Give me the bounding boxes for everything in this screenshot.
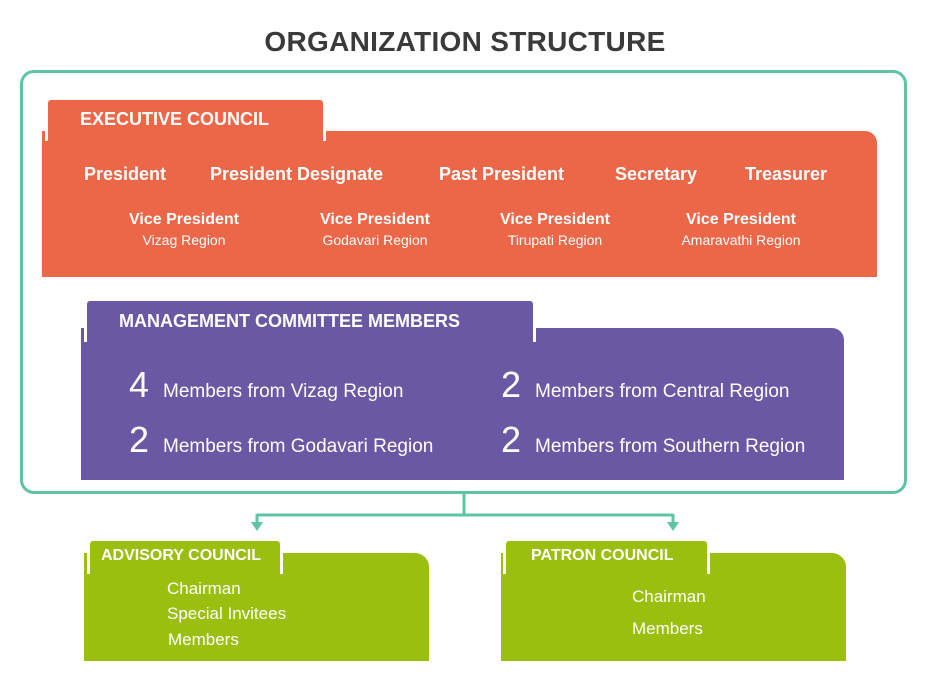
executive-council-label: EXECUTIVE COUNCIL <box>80 109 270 129</box>
arrow-down-icon <box>667 522 679 531</box>
role-president-designate: President Designate <box>210 164 384 184</box>
member-group-vizag: 4 Members from Vizag Region <box>129 364 403 406</box>
vice-president-region: Tirupati Region <box>507 232 603 248</box>
vice-president-amaravathi: Vice President Amaravathi Region <box>651 211 831 248</box>
patron-item-chairman: Chairman <box>632 587 706 606</box>
member-description: Members from Vizag Region <box>163 381 404 402</box>
vice-president-godavari: Vice President Godavari Region <box>285 211 465 248</box>
patron-item-members: Members <box>632 619 703 638</box>
member-count: 2 <box>501 364 522 405</box>
vice-president-title: Vice President <box>500 211 610 228</box>
vice-president-title: Vice President <box>129 211 239 228</box>
advisory-item-chairman: Chairman <box>167 579 241 598</box>
member-description: Members from Southern Region <box>535 436 806 457</box>
advisory-item-members: Members <box>168 630 239 649</box>
vice-president-region: Vizag Region <box>142 232 226 248</box>
vice-president-vizag: Vice President Vizag Region <box>94 211 274 248</box>
management-committee-panel <box>81 328 844 480</box>
advisory-council-tab: ADVISORY COUNCIL <box>87 538 283 574</box>
role-treasurer: Treasurer <box>745 164 828 184</box>
executive-council-panel <box>42 131 877 277</box>
member-group-central: 2 Members from Central Region <box>501 364 789 406</box>
member-count: 2 <box>129 419 150 460</box>
member-description: Members from Godavari Region <box>163 436 434 457</box>
member-count: 4 <box>129 364 150 405</box>
role-past-president: Past President <box>439 164 565 184</box>
arrow-down-icon <box>251 522 263 531</box>
member-group-southern: 2 Members from Southern Region <box>501 419 805 461</box>
member-group-godavari: 2 Members from Godavari Region <box>129 419 433 461</box>
vice-president-title: Vice President <box>686 211 796 228</box>
patron-council-label: PATRON COUNCIL <box>531 547 674 564</box>
advisory-item-special-invitees: Special Invitees <box>167 604 287 623</box>
management-committee-tab: MANAGEMENT COMMITTEE MEMBERS <box>84 298 536 342</box>
advisory-council-label: ADVISORY COUNCIL <box>101 547 262 564</box>
executive-council-tab: EXECUTIVE COUNCIL <box>45 97 326 141</box>
vice-president-title: Vice President <box>320 211 430 228</box>
page-title: ORGANIZATION STRUCTURE <box>264 26 666 57</box>
vice-president-region: Amaravathi Region <box>681 232 801 248</box>
vice-president-tirupati: Vice President Tirupati Region <box>465 211 645 248</box>
vice-president-region: Godavari Region <box>322 232 428 248</box>
role-secretary: Secretary <box>615 164 698 184</box>
member-description: Members from Central Region <box>535 381 790 402</box>
main-structure-frame <box>20 70 907 494</box>
role-president: President <box>84 164 167 184</box>
patron-council-tab: PATRON COUNCIL <box>503 538 710 574</box>
member-count: 2 <box>501 419 522 460</box>
management-committee-label: MANAGEMENT COMMITTEE MEMBERS <box>119 311 460 331</box>
